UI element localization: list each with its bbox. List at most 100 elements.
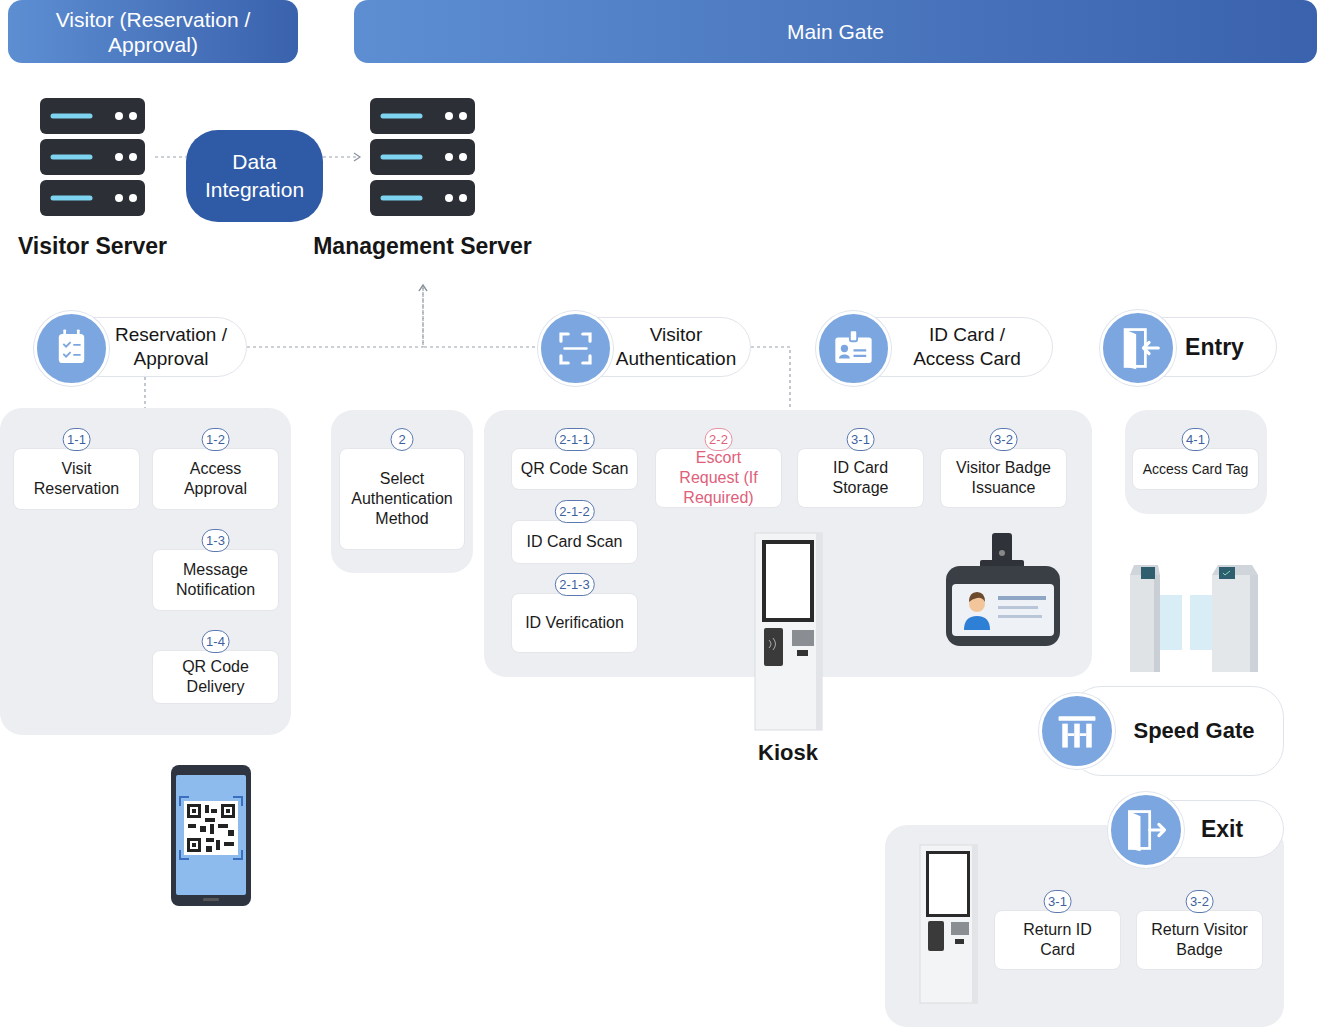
dashed-connector [323,153,360,161]
step-label: QR Code Delivery [161,657,270,697]
callout-number: 2-1-1 [554,428,594,451]
step-text-area: Escort Request (If Required) [656,449,781,507]
step-label: Escort Request (If Required) [664,448,773,508]
callout-number: 2-1-2 [554,500,594,523]
server-icon-holder [40,98,145,220]
server-label: Management Server [290,233,555,260]
step-box: 3-2Return Visitor Badge [1136,910,1263,970]
callout-number: 2-2 [704,428,733,451]
step-label: Return ID Card [1007,920,1108,960]
step-box: 2Select Authentication Method [339,448,465,550]
step-text-area: ID Card Storage [798,449,923,507]
group-panel: 4-1Access Card Tag [1125,410,1267,514]
step-text-area: ID Verification [512,594,637,652]
step-label: ID Verification [525,613,624,633]
callout-number: 2-1-3 [554,573,594,596]
category-label: Entry [1185,333,1244,362]
process-label: Data Integration [196,148,313,204]
icon-circle [34,311,109,386]
icon-circle [538,311,613,386]
category-icon [1103,313,1173,383]
band-title: Visitor (Reservation / Approval) [38,7,268,57]
step-text-area: Access Approval [153,449,278,509]
callout-number: 3-2 [989,428,1018,451]
server-icon [40,98,145,216]
step-label: Access Approval [161,459,270,499]
step-box: 2-1-1QR Code Scan [511,448,638,490]
callout-number: 1-4 [201,630,230,653]
dashed-connector [155,157,186,158]
category-pill: Speed Gate [1070,686,1284,776]
step-box: 4-1Access Card Tag [1132,448,1259,490]
category-text-area: Visitor Authentication [602,318,750,376]
header-band: Main Gate [354,0,1317,63]
step-box: 1-2Access Approval [152,448,279,510]
step-text-area: Visit Reservation [14,449,139,509]
category-pill: Entry [1130,317,1277,377]
process-pill: Data Integration [186,130,323,222]
icon-circle [1108,792,1184,868]
step-label: Visit Reservation [22,459,131,499]
category-text-area: Reservation / Approval [96,318,246,376]
callout-number: 3-1 [846,428,875,451]
callout-number: 1-2 [201,428,230,451]
step-label: ID Card Scan [526,532,622,552]
step-box: 2-2Escort Request (If Required) [655,448,782,508]
callout-number: 3-2 [1185,890,1214,913]
callout-number: 2 [391,428,414,451]
category-pill: ID Card / Access Card [845,317,1053,377]
step-label: Select Authentication Method [348,469,456,529]
category-icon [37,314,106,383]
group-panel: 1-1Visit Reservation1-2Access Approval1-… [0,408,291,735]
server-text-area: Visitor Server [0,233,225,260]
step-box: 3-1Return ID Card [994,910,1121,970]
step-text-area: Select Authentication Method [340,449,464,549]
callout-number: 4-1 [1181,428,1210,451]
step-label: Access Card Tag [1143,459,1249,479]
step-box: 2-1-2ID Card Scan [511,520,638,564]
category-label: Speed Gate [1133,717,1254,745]
step-label: QR Code Scan [521,459,629,479]
text-area: Main Gate [354,0,1317,63]
band-title: Main Gate [787,19,884,44]
step-box: 1-4QR Code Delivery [152,650,279,704]
step-box: 2-1-3ID Verification [511,593,638,653]
server-icon [370,98,475,216]
category-pill: Visitor Authentication [565,317,751,377]
step-text-area: Access Card Tag [1133,449,1258,489]
category-icon [541,314,610,383]
server-label: Visitor Server [0,233,225,260]
category-label: Exit [1201,815,1243,844]
category-text-area: Entry [1153,318,1276,376]
step-box: 1-1Visit Reservation [13,448,140,510]
step-text-area: QR Code Delivery [153,651,278,703]
category-icon [819,314,888,383]
group-panel: 2-1-1QR Code Scan2-2Escort Request (If R… [484,410,1092,677]
step-box: 1-3Message Notification [152,549,279,611]
dashed-connector [247,285,427,347]
step-label: ID Card Storage [806,458,915,498]
server-node: Management Server [360,95,486,285]
icon-circle [816,311,891,386]
category-label: ID Card / Access Card [905,323,1030,371]
step-label: Return Visitor Badge [1149,920,1250,960]
callout-number: 1-3 [201,529,230,552]
step-text-area: ID Card Scan [512,521,637,563]
category-label: Reservation / Approval [101,323,241,371]
category-text-area: ID Card / Access Card [882,318,1052,376]
step-box: 3-2Visitor Badge Issuance [940,448,1067,508]
header-band: Visitor (Reservation / Approval) [8,0,298,63]
dashed-connector [751,347,790,410]
text-area: Visitor (Reservation / Approval) [8,0,298,63]
step-label: Visitor Badge Issuance [949,458,1058,498]
step-text-area: Return ID Card [995,911,1120,969]
step-box: 3-1ID Card Storage [797,448,924,508]
icon-circle [1100,310,1176,386]
icon-circle [1039,693,1115,769]
callout-number: 3-1 [1043,890,1072,913]
step-text-area: Visitor Badge Issuance [941,449,1066,507]
text-area: Data Integration [186,130,323,222]
category-text-area: Exit [1161,801,1283,857]
group-panel: 2Select Authentication Method [331,410,473,573]
